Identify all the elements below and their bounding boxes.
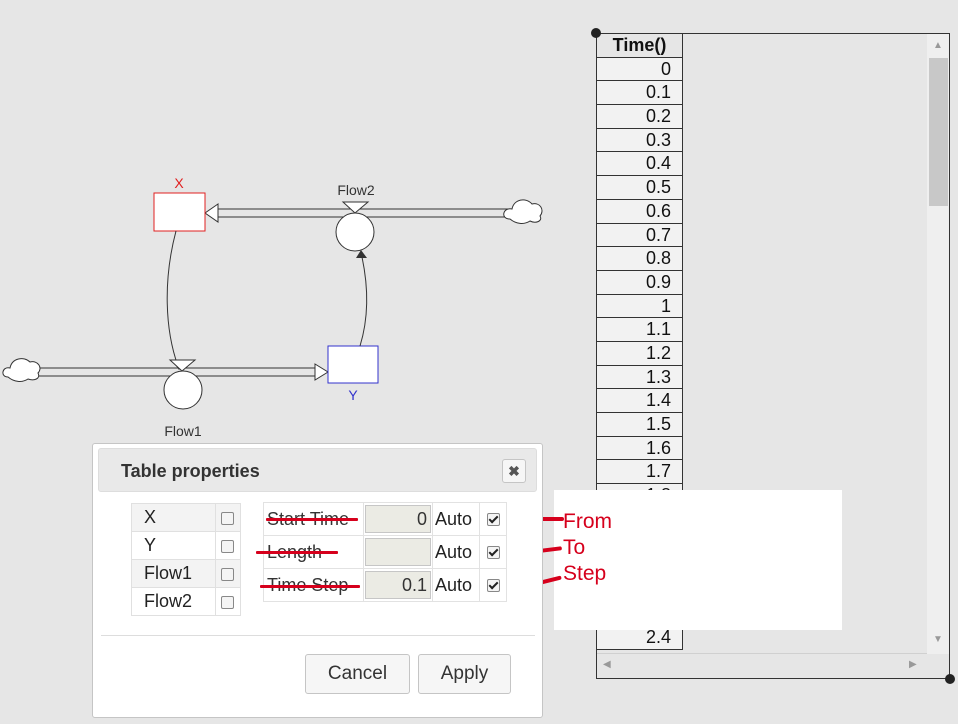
stock-y[interactable] bbox=[327, 345, 379, 384]
time-row: 1.1 bbox=[597, 318, 683, 342]
time-row: 2.4 bbox=[597, 626, 683, 650]
auto-label: Auto bbox=[432, 535, 480, 569]
horizontal-scrollbar[interactable]: ◀ ▶ bbox=[597, 653, 927, 678]
close-icon: ✖ bbox=[508, 463, 520, 479]
dialog-title: Table properties bbox=[121, 461, 260, 481]
scroll-right-icon[interactable]: ▶ bbox=[909, 659, 917, 670]
time-row: 1.2 bbox=[597, 341, 683, 366]
variable-name: X bbox=[131, 503, 216, 532]
connector-arrowhead-icon bbox=[356, 250, 367, 258]
resize-handle-bottom-right[interactable] bbox=[945, 674, 955, 684]
table-properties-dialog: Table properties ✖ X Y Flow1 Flow2 Start… bbox=[92, 443, 543, 718]
flow1-node[interactable] bbox=[163, 370, 203, 410]
stock-x[interactable] bbox=[153, 192, 206, 232]
start-time-auto-checkbox[interactable] bbox=[486, 513, 500, 527]
strikethrough-mark bbox=[266, 518, 358, 521]
variable-row[interactable]: X bbox=[131, 503, 242, 532]
variable-name: Y bbox=[131, 531, 216, 560]
connector-x-flow1 bbox=[166, 230, 179, 367]
time-row: 0 bbox=[597, 57, 683, 82]
time-row: 0.6 bbox=[597, 199, 683, 224]
time-step-field[interactable]: 0.1 bbox=[365, 571, 431, 599]
property-row-time-step: Time Step 0.1 Auto bbox=[260, 568, 507, 602]
time-properties: Start Time 0 Auto Length Auto Time Step … bbox=[256, 502, 507, 602]
time-row: 0.5 bbox=[597, 176, 683, 200]
property-row-length: Length Auto bbox=[256, 535, 507, 569]
cancel-button[interactable]: Cancel bbox=[305, 654, 410, 694]
auto-label: Auto bbox=[432, 568, 480, 602]
length-field[interactable] bbox=[365, 538, 431, 566]
time-row: 0.9 bbox=[597, 270, 683, 295]
variable-checkbox[interactable] bbox=[221, 567, 235, 581]
cloud-source-icon bbox=[503, 199, 543, 224]
time-row: 0.4 bbox=[597, 152, 683, 177]
flow2-valve-icon bbox=[341, 201, 370, 214]
annotation-from: From bbox=[563, 510, 612, 533]
variables-list: X Y Flow1 Flow2 bbox=[131, 503, 242, 616]
time-row: 0.2 bbox=[597, 105, 683, 129]
flow2-label: Flow2 bbox=[337, 182, 375, 198]
scroll-up-icon[interactable]: ▲ bbox=[933, 40, 943, 51]
variable-name: Flow2 bbox=[131, 587, 216, 616]
time-row: 0.3 bbox=[597, 128, 683, 153]
flow2-node[interactable] bbox=[335, 212, 375, 252]
annotation-overlay: From To Step bbox=[515, 490, 842, 630]
time-row: 1.6 bbox=[597, 436, 683, 461]
connector-y-flow2 bbox=[359, 256, 368, 347]
time-column-header: Time() bbox=[597, 34, 683, 58]
vertical-scrollbar[interactable]: ▲ ▼ bbox=[927, 34, 949, 654]
time-step-auto-checkbox[interactable] bbox=[486, 579, 500, 593]
variable-checkbox[interactable] bbox=[221, 511, 235, 525]
length-auto-checkbox[interactable] bbox=[486, 546, 500, 560]
flow1-valve-icon bbox=[168, 359, 197, 372]
variable-checkbox[interactable] bbox=[221, 539, 235, 553]
vertical-scroll-thumb[interactable] bbox=[929, 58, 948, 206]
flow1-label: Flow1 bbox=[164, 423, 202, 439]
variable-row[interactable]: Flow2 bbox=[131, 587, 242, 616]
variable-row[interactable]: Flow1 bbox=[131, 559, 242, 588]
start-time-field[interactable]: 0 bbox=[365, 505, 431, 533]
dialog-divider bbox=[101, 635, 535, 636]
property-row-start-time: Start Time 0 Auto bbox=[263, 502, 507, 536]
time-row: 1.3 bbox=[597, 365, 683, 390]
time-row: 0.8 bbox=[597, 247, 683, 271]
apply-button[interactable]: Apply bbox=[418, 654, 511, 694]
time-step-label: Time Step bbox=[267, 575, 348, 595]
auto-label: Auto bbox=[432, 502, 480, 536]
resize-handle-top-left[interactable] bbox=[591, 28, 601, 38]
time-row: 1.4 bbox=[597, 389, 683, 413]
annotation-to: To bbox=[563, 536, 586, 559]
scroll-left-icon[interactable]: ◀ bbox=[603, 659, 611, 670]
stock-y-label: Y bbox=[348, 387, 358, 403]
annotation-step: Step bbox=[563, 562, 607, 585]
strikethrough-mark bbox=[256, 551, 338, 554]
variable-row[interactable]: Y bbox=[131, 531, 242, 560]
scroll-down-icon[interactable]: ▼ bbox=[933, 634, 943, 645]
stock-x-label: X bbox=[174, 175, 184, 191]
time-row: 1 bbox=[597, 294, 683, 319]
time-row: 1.5 bbox=[597, 413, 683, 437]
model-diagram: Flow2 X Flow1 Y bbox=[2, 175, 543, 439]
time-row: 0.7 bbox=[597, 223, 683, 248]
time-row: 0.1 bbox=[597, 81, 683, 106]
strikethrough-mark bbox=[260, 585, 360, 588]
variable-checkbox[interactable] bbox=[221, 595, 235, 609]
dialog-header[interactable]: Table properties ✖ bbox=[98, 448, 537, 492]
time-row: 1.7 bbox=[597, 460, 683, 485]
cloud-sink-icon bbox=[2, 358, 41, 382]
variable-name: Flow1 bbox=[131, 559, 216, 588]
close-button[interactable]: ✖ bbox=[502, 459, 526, 483]
